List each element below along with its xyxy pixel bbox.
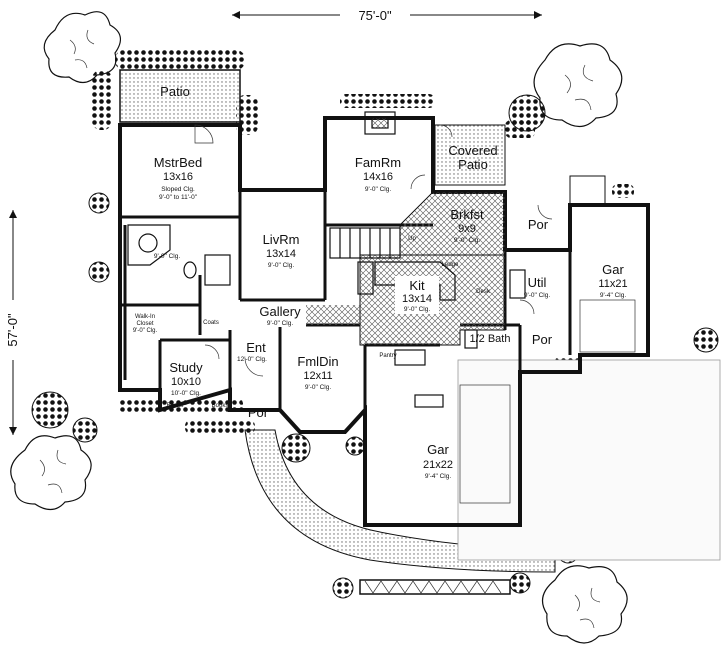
- side-garage-apron: [569, 175, 606, 207]
- room-gallery-name: Gallery: [259, 304, 301, 319]
- room-livrm-size: 13x14: [266, 248, 296, 260]
- room-gallery-note1: 9'-0" Clg.: [267, 320, 294, 327]
- room-livrm-name: LivRm: [263, 232, 300, 247]
- room-util-name: Util: [528, 275, 547, 290]
- bathtub: [127, 224, 171, 266]
- room-closet-name1: Walk-In: [135, 314, 155, 320]
- room-fmldin-name: FmlDin: [297, 354, 338, 369]
- stairs-up-label: Up: [408, 236, 416, 242]
- fixtures: [127, 111, 636, 504]
- room-mstrbed-note2: 9'-0" to 11'-0": [159, 194, 198, 201]
- width-dimension-line: 75'-0": [232, 5, 542, 25]
- room-util-note1: 9'-0" Clg.: [524, 292, 551, 299]
- room-ent-name: Ent: [246, 340, 266, 355]
- room-closet-name2: Closet: [136, 321, 153, 327]
- pantry-label: Pantry: [379, 353, 396, 359]
- covered-patio-slab: [434, 124, 506, 186]
- garage-storage: [414, 394, 444, 408]
- room-famrm-note1: 9'-0" Clg.: [365, 186, 392, 193]
- room-mstrbed-note1: Sloped Clg.: [161, 186, 195, 193]
- tree-outline-topleft: [43, 11, 121, 84]
- tree-outline-topright: [533, 43, 623, 128]
- room-fmldin-size: 12x11: [303, 370, 332, 382]
- room-brkfst-name: Brkfst: [450, 207, 484, 222]
- room-study-size: 10x10: [171, 376, 201, 388]
- room-brkfst-note1: 9'-0" Clg.: [454, 237, 481, 244]
- room-labels: Patio MstrBed 13x16 Sloped Clg. 9'-0" to…: [133, 84, 628, 480]
- room-covpatio-name1: Covered: [448, 143, 497, 158]
- room-gar-main-name: Gar: [427, 442, 449, 457]
- desk-label: Desk: [476, 289, 491, 295]
- room-gar-side-note1: 9'-4" Clg.: [600, 292, 627, 299]
- depth-dimension-line: 57'-0": [3, 210, 23, 435]
- garage-parking-outline: [459, 384, 511, 504]
- staircase: [329, 227, 401, 259]
- room-mstrbed-size: 13x16: [163, 171, 193, 183]
- side-garage-door: [579, 299, 636, 353]
- room-kit-size: 13x14: [402, 293, 432, 305]
- kitchen-island: [374, 261, 456, 301]
- tree-outline-bottomright: [541, 565, 628, 644]
- driveway: [457, 359, 721, 561]
- front-hedge: [359, 579, 511, 595]
- room-por-mid-name: Por: [532, 332, 553, 347]
- room-patio-name: Patio: [160, 84, 190, 99]
- exterior-walls: [118, 116, 650, 527]
- width-dimension-label: 75'-0": [358, 8, 392, 23]
- room-gar-side-name: Gar: [602, 262, 624, 277]
- books-label-1: Books: [167, 403, 184, 409]
- landscape-trees: [10, 11, 628, 644]
- shrub-border-rows: [92, 50, 634, 434]
- room-gar-side-size: 11x21: [598, 278, 627, 290]
- room-closet-note1: 9'-0" Clg.: [133, 328, 158, 334]
- room-brkfst-size: 9x9: [458, 223, 476, 235]
- room-kit-note1: 9'-0" Clg.: [404, 306, 431, 313]
- coats-label: Coats: [203, 320, 219, 326]
- room-por-top-name: Por: [528, 217, 549, 232]
- front-walkway: [244, 429, 556, 573]
- room-mstrbed-name: MstrBed: [154, 155, 202, 170]
- room-study-note1: 10'-0" Clg.: [171, 390, 201, 397]
- room-gar-main-size: 21x22: [423, 459, 453, 471]
- books-label-2: Books: [212, 403, 229, 409]
- door-swings: [194, 124, 553, 377]
- room-livrm-note1: 9'-0" Clg.: [268, 262, 295, 269]
- toilet: [183, 261, 197, 279]
- room-bath-note1: 9'-0" Clg.: [154, 253, 181, 260]
- room-por-front-name: Por: [248, 405, 269, 420]
- room-kit-name: Kit: [409, 278, 425, 293]
- vanity: [204, 254, 231, 286]
- room-ent-note1: 12'-0" Clg.: [237, 356, 267, 363]
- tree-branches: [39, 29, 601, 629]
- depth-dimension-label: 57'-0": [5, 313, 20, 347]
- room-fmldin-note1: 9'-0" Clg.: [305, 384, 332, 391]
- tree-outline-bottomleft: [10, 435, 92, 511]
- room-famrm-size: 14x16: [363, 171, 393, 183]
- room-gar-main-note1: 9'-4" Clg.: [425, 473, 452, 480]
- fireplace: [364, 111, 396, 135]
- room-halfbath-name: 1/2 Bath: [470, 333, 511, 345]
- room-study-name: Study: [169, 360, 203, 375]
- ledge-label: Ledge: [442, 262, 459, 268]
- room-covpatio-name2: Patio: [458, 157, 488, 172]
- room-famrm-name: FamRm: [355, 155, 401, 170]
- patio-slab: [119, 69, 241, 123]
